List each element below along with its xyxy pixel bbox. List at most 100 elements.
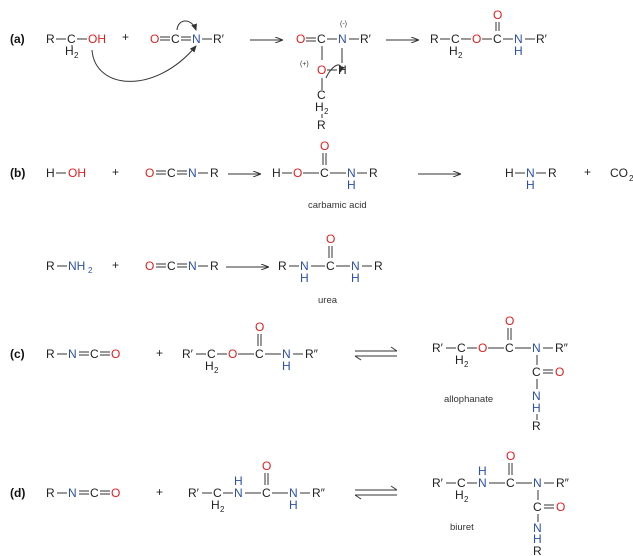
carbamic-c: C xyxy=(320,166,329,180)
svg-text:H: H xyxy=(449,44,458,58)
biuret-c: C xyxy=(457,476,466,490)
allophanate-o: O xyxy=(478,341,487,355)
caption-allophanate: allophanate xyxy=(444,394,493,405)
intermediate-r2: R xyxy=(317,118,326,132)
intermediate-c2: C xyxy=(317,88,326,102)
carbamic-n: N xyxy=(347,166,356,180)
urethane-carbonyl-o: O xyxy=(493,8,502,22)
urethane-carbonyl-c: C xyxy=(493,32,502,46)
urethane-n: N xyxy=(514,32,523,46)
urethane-o: O xyxy=(472,32,481,46)
biuret-rp: R′ xyxy=(432,476,444,490)
allophanate-n2: N xyxy=(532,389,541,403)
svg-text:H: H xyxy=(205,359,214,373)
biuret-r: R xyxy=(533,544,542,556)
urea-rp: R′ xyxy=(188,486,200,500)
amine-r: R xyxy=(548,166,557,180)
urethane-n: N xyxy=(282,347,291,361)
carbamic-carbonyl-o: O xyxy=(320,139,329,153)
urea-r1: R xyxy=(278,259,287,273)
amine-nh: H xyxy=(526,178,535,192)
reaction-urea: R NH 2 + O C N R R N H C O N H R urea xyxy=(46,232,383,306)
urea-n2: N xyxy=(289,486,298,500)
biuret-c2: C xyxy=(533,500,542,514)
isocyanate-o: O xyxy=(145,259,154,273)
isocyanate-c: C xyxy=(167,259,176,273)
urea-rpp: R″ xyxy=(312,486,326,500)
reaction-b: (b) H OH + O C N R H O C O N H R carbami… xyxy=(10,139,633,211)
biuret-n3: N xyxy=(533,521,542,535)
isocyanate-n: N xyxy=(192,32,201,46)
allophanate-c2: C xyxy=(532,365,541,379)
urethane-rpp: R″ xyxy=(305,347,319,361)
urea-carbonyl-o: O xyxy=(262,459,271,473)
reaction-d: (d) R N C O + R′ C H 2 H N C O N H R″ xyxy=(10,449,570,556)
plus-sign: + xyxy=(584,165,591,179)
urethane-nh: H xyxy=(514,44,523,58)
alcohol-h2: H xyxy=(65,44,74,58)
svg-text:2: 2 xyxy=(629,174,633,183)
intermediate-o2: O xyxy=(317,63,326,77)
plus-sign: + xyxy=(156,485,163,499)
urea-r2: R xyxy=(374,259,383,273)
sub: 2 xyxy=(74,51,79,60)
alcohol-r: R xyxy=(46,32,55,46)
urea-carbonyl-c: C xyxy=(262,486,271,500)
isocyanate-o: O xyxy=(111,486,120,500)
positive-charge: (+) xyxy=(300,61,309,68)
water-h: H xyxy=(46,166,55,180)
label-b: (b) xyxy=(10,166,25,180)
plus-sign: + xyxy=(112,258,119,272)
allophanate-rp: R′ xyxy=(432,341,444,355)
amine-h: H xyxy=(505,166,514,180)
isocyanate-c: C xyxy=(171,32,180,46)
allophanate-carbonyl-o: O xyxy=(505,314,514,328)
urethane-c: C xyxy=(207,347,216,361)
carbamic-h: H xyxy=(272,166,281,180)
urea-amine-nh2: NH xyxy=(68,259,85,273)
isocyanate-n: N xyxy=(68,347,77,361)
co2: CO xyxy=(610,166,628,180)
allophanate-r: R xyxy=(532,419,541,433)
biuret-carbonyl-c: C xyxy=(506,476,515,490)
isocyanate-n: N xyxy=(188,259,197,273)
svg-text:2: 2 xyxy=(464,495,469,504)
urethane-c: C xyxy=(451,32,460,46)
svg-text:2: 2 xyxy=(88,266,93,275)
water-oh: OH xyxy=(68,166,86,180)
alcohol-c: C xyxy=(67,32,76,46)
plus-sign: + xyxy=(156,346,163,360)
curved-arrow-proton xyxy=(325,64,345,79)
urea-nh1: H xyxy=(234,474,243,488)
biuret-carbonyl-o: O xyxy=(506,449,515,463)
svg-text:H: H xyxy=(455,353,464,367)
urea-c1: C xyxy=(213,486,222,500)
reaction-c: (c) R N C O + R′ C H 2 O C O N H R″ xyxy=(10,314,569,433)
svg-text:H: H xyxy=(455,488,464,502)
allophanate-nh2: H xyxy=(532,401,541,415)
curved-arrow xyxy=(91,45,197,82)
negative-charge: (-) xyxy=(340,21,347,28)
allophanate-carbonyl-c: C xyxy=(505,341,514,355)
isocyanate-o: O xyxy=(150,32,159,46)
biuret-nh3: H xyxy=(533,532,542,546)
urethane-carbonyl-c: C xyxy=(255,347,264,361)
allophanate-n: N xyxy=(532,341,541,355)
urea-carbonyl-o: O xyxy=(326,232,335,246)
urethane-rp: R′ xyxy=(536,32,548,46)
allophanate-rpp: R″ xyxy=(555,341,569,355)
allophanate-c: C xyxy=(457,341,466,355)
urethane-rp: R′ xyxy=(182,347,194,361)
isocyanate-c: C xyxy=(90,486,99,500)
allophanate-o2: O xyxy=(555,365,564,379)
isocyanate-c: C xyxy=(167,166,176,180)
biuret-o2: O xyxy=(556,500,565,514)
isocyanate-r: R xyxy=(210,259,219,273)
caption-biuret: biuret xyxy=(450,522,474,533)
biuret-rpp: R″ xyxy=(556,476,570,490)
urea-c: C xyxy=(326,259,335,273)
label-d: (d) xyxy=(10,486,25,500)
curved-arrow-small xyxy=(176,20,197,31)
urea-nh2: H xyxy=(289,498,298,512)
isocyanate-r: R xyxy=(210,166,219,180)
